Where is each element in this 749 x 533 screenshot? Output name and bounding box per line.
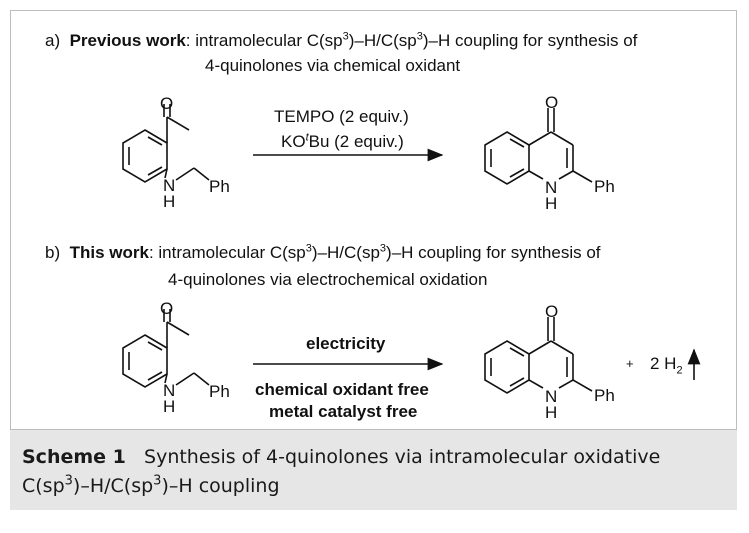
caption-line-2: C(sp3)–H/C(sp3)–H coupling: [22, 473, 280, 497]
product-a: [484, 108, 593, 185]
byproduct-hydrogen: 2 H2: [650, 354, 683, 377]
atom-n-sm-a: N: [163, 176, 175, 195]
caption-line-1: Scheme 1 Synthesis of 4-quinolones via i…: [22, 446, 661, 468]
caption-box: Scheme 1 Synthesis of 4-quinolones via i…: [10, 430, 737, 510]
starting-material-b: [122, 309, 210, 388]
atom-ph-prod-b: Ph: [594, 386, 615, 405]
caption-label: Scheme 1: [22, 446, 126, 468]
reagent-kotbu: KOtBu (2 equiv.): [281, 131, 404, 151]
condition-oxidant-free: chemical oxidant free: [255, 380, 429, 399]
product-b: [484, 317, 593, 394]
byproduct-plus: +: [626, 356, 634, 371]
reagent-tempo: TEMPO (2 equiv.): [274, 107, 409, 126]
atom-o-prod-a: O: [545, 93, 558, 112]
part-a-subheading: 4-quinolones via chemical oxidant: [205, 56, 461, 75]
atom-ph-sm-a: Ph: [209, 177, 230, 196]
atom-h-prod-a: H: [545, 194, 557, 213]
atom-h-sm-b: H: [163, 397, 175, 416]
scheme-panel: [10, 10, 737, 430]
atom-o-sm-a: O: [160, 94, 173, 113]
part-a-heading: a) Previous work: intramolecular C(sp3)–…: [45, 30, 638, 50]
atom-h-sm-a: H: [163, 192, 175, 211]
condition-electricity: electricity: [306, 334, 386, 353]
condition-catalyst-free: metal catalyst free: [269, 402, 418, 421]
atom-n-sm-b: N: [163, 381, 175, 400]
atom-ph-prod-a: Ph: [594, 177, 615, 196]
atom-n-prod-b: N: [545, 387, 557, 406]
atom-h-prod-b: H: [545, 403, 557, 422]
part-b-heading: b) This work: intramolecular C(sp3)–H/C(…: [45, 242, 601, 262]
part-b-subheading: 4-quinolones via electrochemical oxidati…: [168, 270, 488, 289]
atom-ph-sm-b: Ph: [209, 382, 230, 401]
atom-n-prod-a: N: [545, 178, 557, 197]
atom-o-sm-b: O: [160, 299, 173, 318]
starting-material-a: [122, 104, 210, 183]
atom-o-prod-b: O: [545, 302, 558, 321]
